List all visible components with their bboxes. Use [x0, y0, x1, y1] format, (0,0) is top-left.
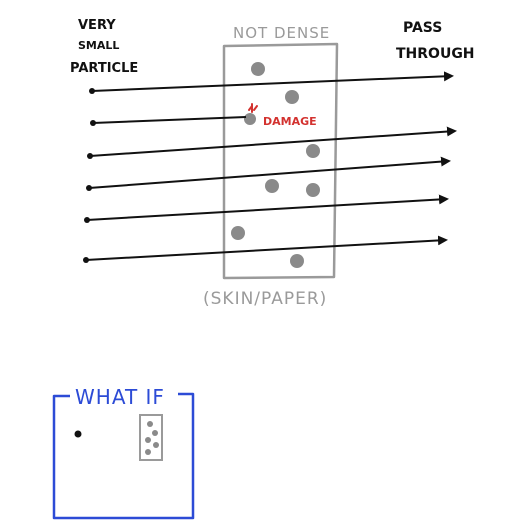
particle-dot	[83, 257, 89, 263]
particle-dot	[87, 153, 93, 159]
atom	[285, 90, 299, 104]
damage-burst-icon	[248, 103, 258, 113]
atom	[147, 421, 153, 427]
damage-label: DAMAGE	[263, 115, 317, 128]
particle-paths	[85, 71, 457, 261]
what-if-inset: WHAT IF	[52, 385, 195, 520]
atom	[152, 430, 158, 436]
inset-material-slab	[139, 414, 163, 461]
pass-through-line2: THROUGH	[396, 46, 475, 62]
material-density-label: NOT DENSE	[233, 24, 330, 42]
particle-dot	[84, 217, 90, 223]
atom	[251, 62, 265, 76]
atom	[153, 442, 159, 448]
particle-path-arrow	[85, 235, 448, 261]
particle-path-arrow	[91, 71, 454, 92]
particle-label-line3: PARTICLE	[70, 61, 138, 76]
particle-label: VERY SMALL PARTICLE	[70, 18, 138, 76]
atom	[265, 179, 279, 193]
inset-frame	[52, 392, 195, 520]
atom	[145, 437, 151, 443]
particle-sources	[83, 88, 96, 263]
inset-particle-dot	[74, 430, 82, 438]
particle-dot	[86, 185, 92, 191]
inset-title: WHAT IF	[75, 385, 165, 409]
particle-label-line2: SMALL	[78, 39, 119, 52]
atom	[306, 183, 320, 197]
pass-through-line1: PASS	[403, 20, 442, 36]
atom	[145, 449, 151, 455]
material-atoms	[231, 62, 320, 268]
particle-path-arrow	[89, 126, 457, 157]
particle-path-stopped	[92, 116, 247, 124]
particle-dot	[90, 120, 96, 126]
particle-path-arrow	[88, 156, 451, 189]
atom	[231, 226, 245, 240]
material-type-label: (SKIN/PAPER)	[203, 289, 327, 309]
inset-atoms	[145, 421, 159, 455]
atom-damaged	[244, 113, 256, 125]
material-type-text: (SKIN/PAPER)	[203, 289, 327, 309]
pass-through-label: PASS THROUGH	[396, 20, 475, 62]
particle-label-line1: VERY	[78, 18, 116, 33]
material-slab	[222, 42, 339, 280]
particle-dot	[89, 88, 95, 94]
atom	[290, 254, 304, 268]
damage-marker: DAMAGE	[248, 103, 317, 128]
particle-path-arrow	[86, 194, 449, 221]
atom	[306, 144, 320, 158]
